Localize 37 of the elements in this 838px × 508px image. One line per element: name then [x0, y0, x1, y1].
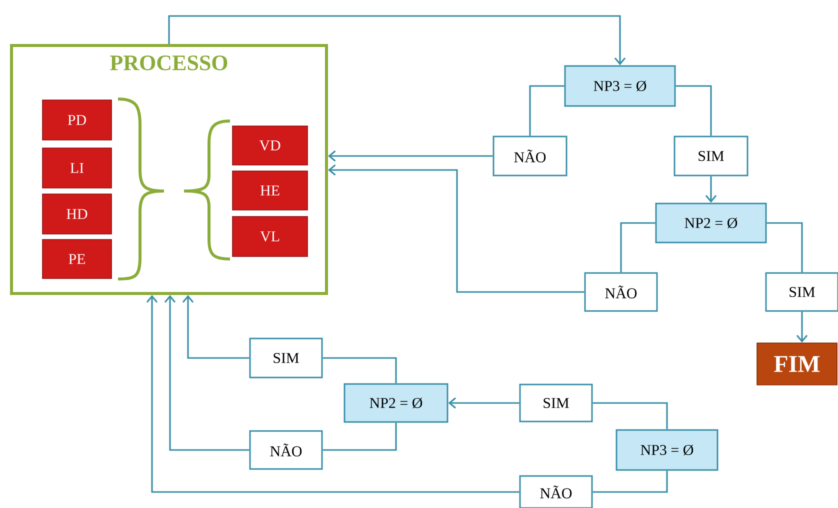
connector-line — [620, 222, 656, 272]
arrow — [328, 150, 493, 162]
arrow — [328, 164, 584, 293]
step-box: VD — [232, 126, 308, 166]
arrow — [168, 15, 626, 66]
outcome-box: SIM — [674, 136, 748, 176]
outcome-box: SIM — [519, 384, 593, 422]
end-box: FIM — [756, 342, 838, 386]
decision-box: NP3 = Ø — [564, 65, 676, 107]
outcome-box: NÃO — [249, 430, 323, 470]
connector-line — [592, 470, 668, 493]
connector-line — [592, 402, 668, 430]
outcome-box: NÃO — [492, 136, 568, 176]
step-box: PD — [42, 100, 112, 140]
connector-line — [322, 422, 397, 451]
decision-box: NP2 = Ø — [655, 202, 767, 244]
arrow — [448, 397, 520, 409]
step-box: PE — [42, 239, 112, 279]
step-box: VL — [232, 216, 308, 257]
outcome-box: SIM — [765, 272, 838, 312]
arrow — [705, 176, 717, 203]
connector-line — [676, 85, 712, 136]
outcome-box: SIM — [249, 338, 323, 378]
decision-box: NP2 = Ø — [344, 383, 448, 423]
arrow — [164, 295, 250, 451]
outcome-box: NÃO — [519, 475, 593, 508]
step-box: HD — [42, 194, 112, 234]
connector-line — [766, 222, 803, 272]
outcome-box: NÃO — [584, 272, 658, 312]
connector-line — [322, 357, 397, 384]
step-box: HE — [232, 170, 308, 210]
decision-box: NP3 = Ø — [616, 429, 718, 471]
step-box: LI — [42, 148, 112, 188]
arrow — [182, 295, 250, 359]
connector-line — [529, 85, 564, 136]
arrow — [796, 312, 808, 343]
arrow — [146, 295, 520, 493]
